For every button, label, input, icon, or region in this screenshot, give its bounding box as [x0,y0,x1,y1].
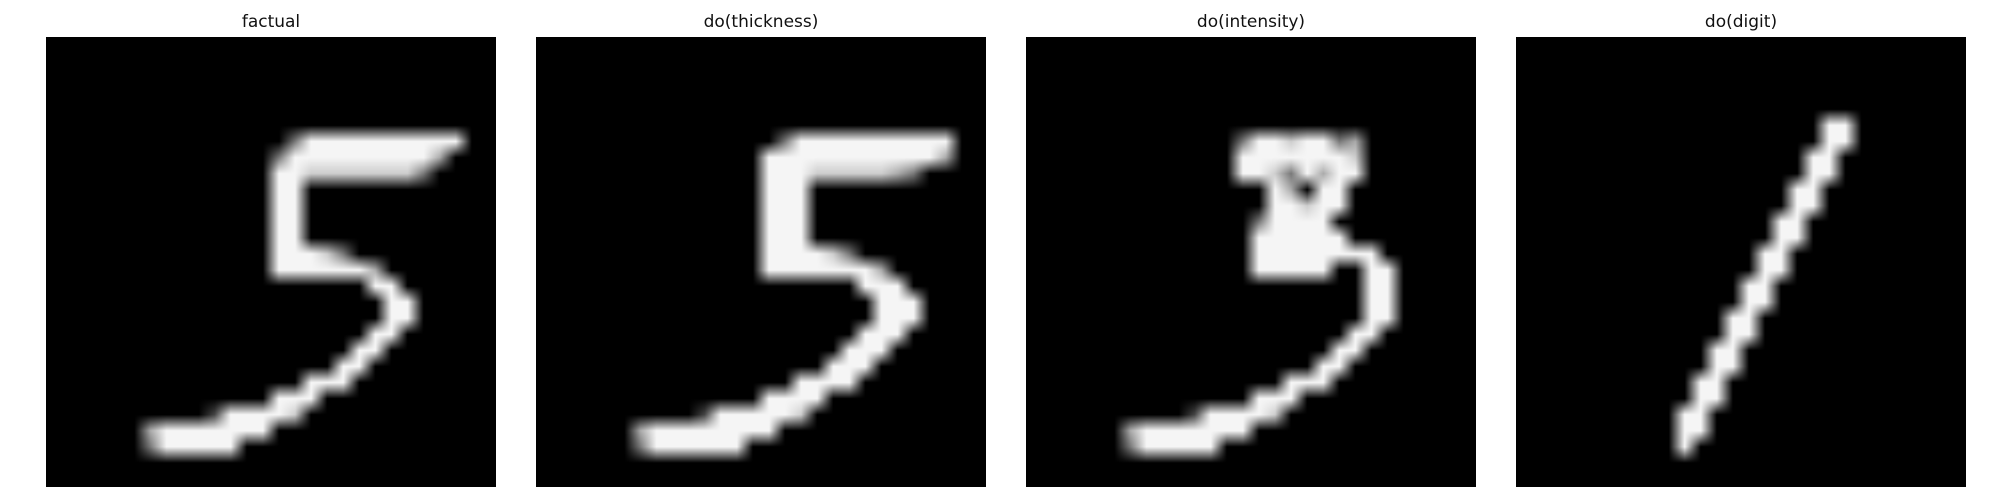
digit-image-do-thickness [536,37,986,487]
panel-do-intensity: do(intensity) [1026,0,1476,500]
panel-do-thickness: do(thickness) [536,0,986,500]
panel-do-digit: do(digit) [1516,0,1966,500]
panel-title-do-thickness: do(thickness) [703,12,819,32]
digit-image-factual [46,37,496,487]
panel-title-do-digit: do(digit) [1704,12,1778,32]
panel-factual: factual [46,0,496,500]
digit-image-do-intensity [1026,37,1476,487]
digit-image-do-digit [1516,37,1966,487]
panel-title-factual: factual [241,12,301,32]
panel-title-do-intensity: do(intensity) [1196,12,1306,32]
